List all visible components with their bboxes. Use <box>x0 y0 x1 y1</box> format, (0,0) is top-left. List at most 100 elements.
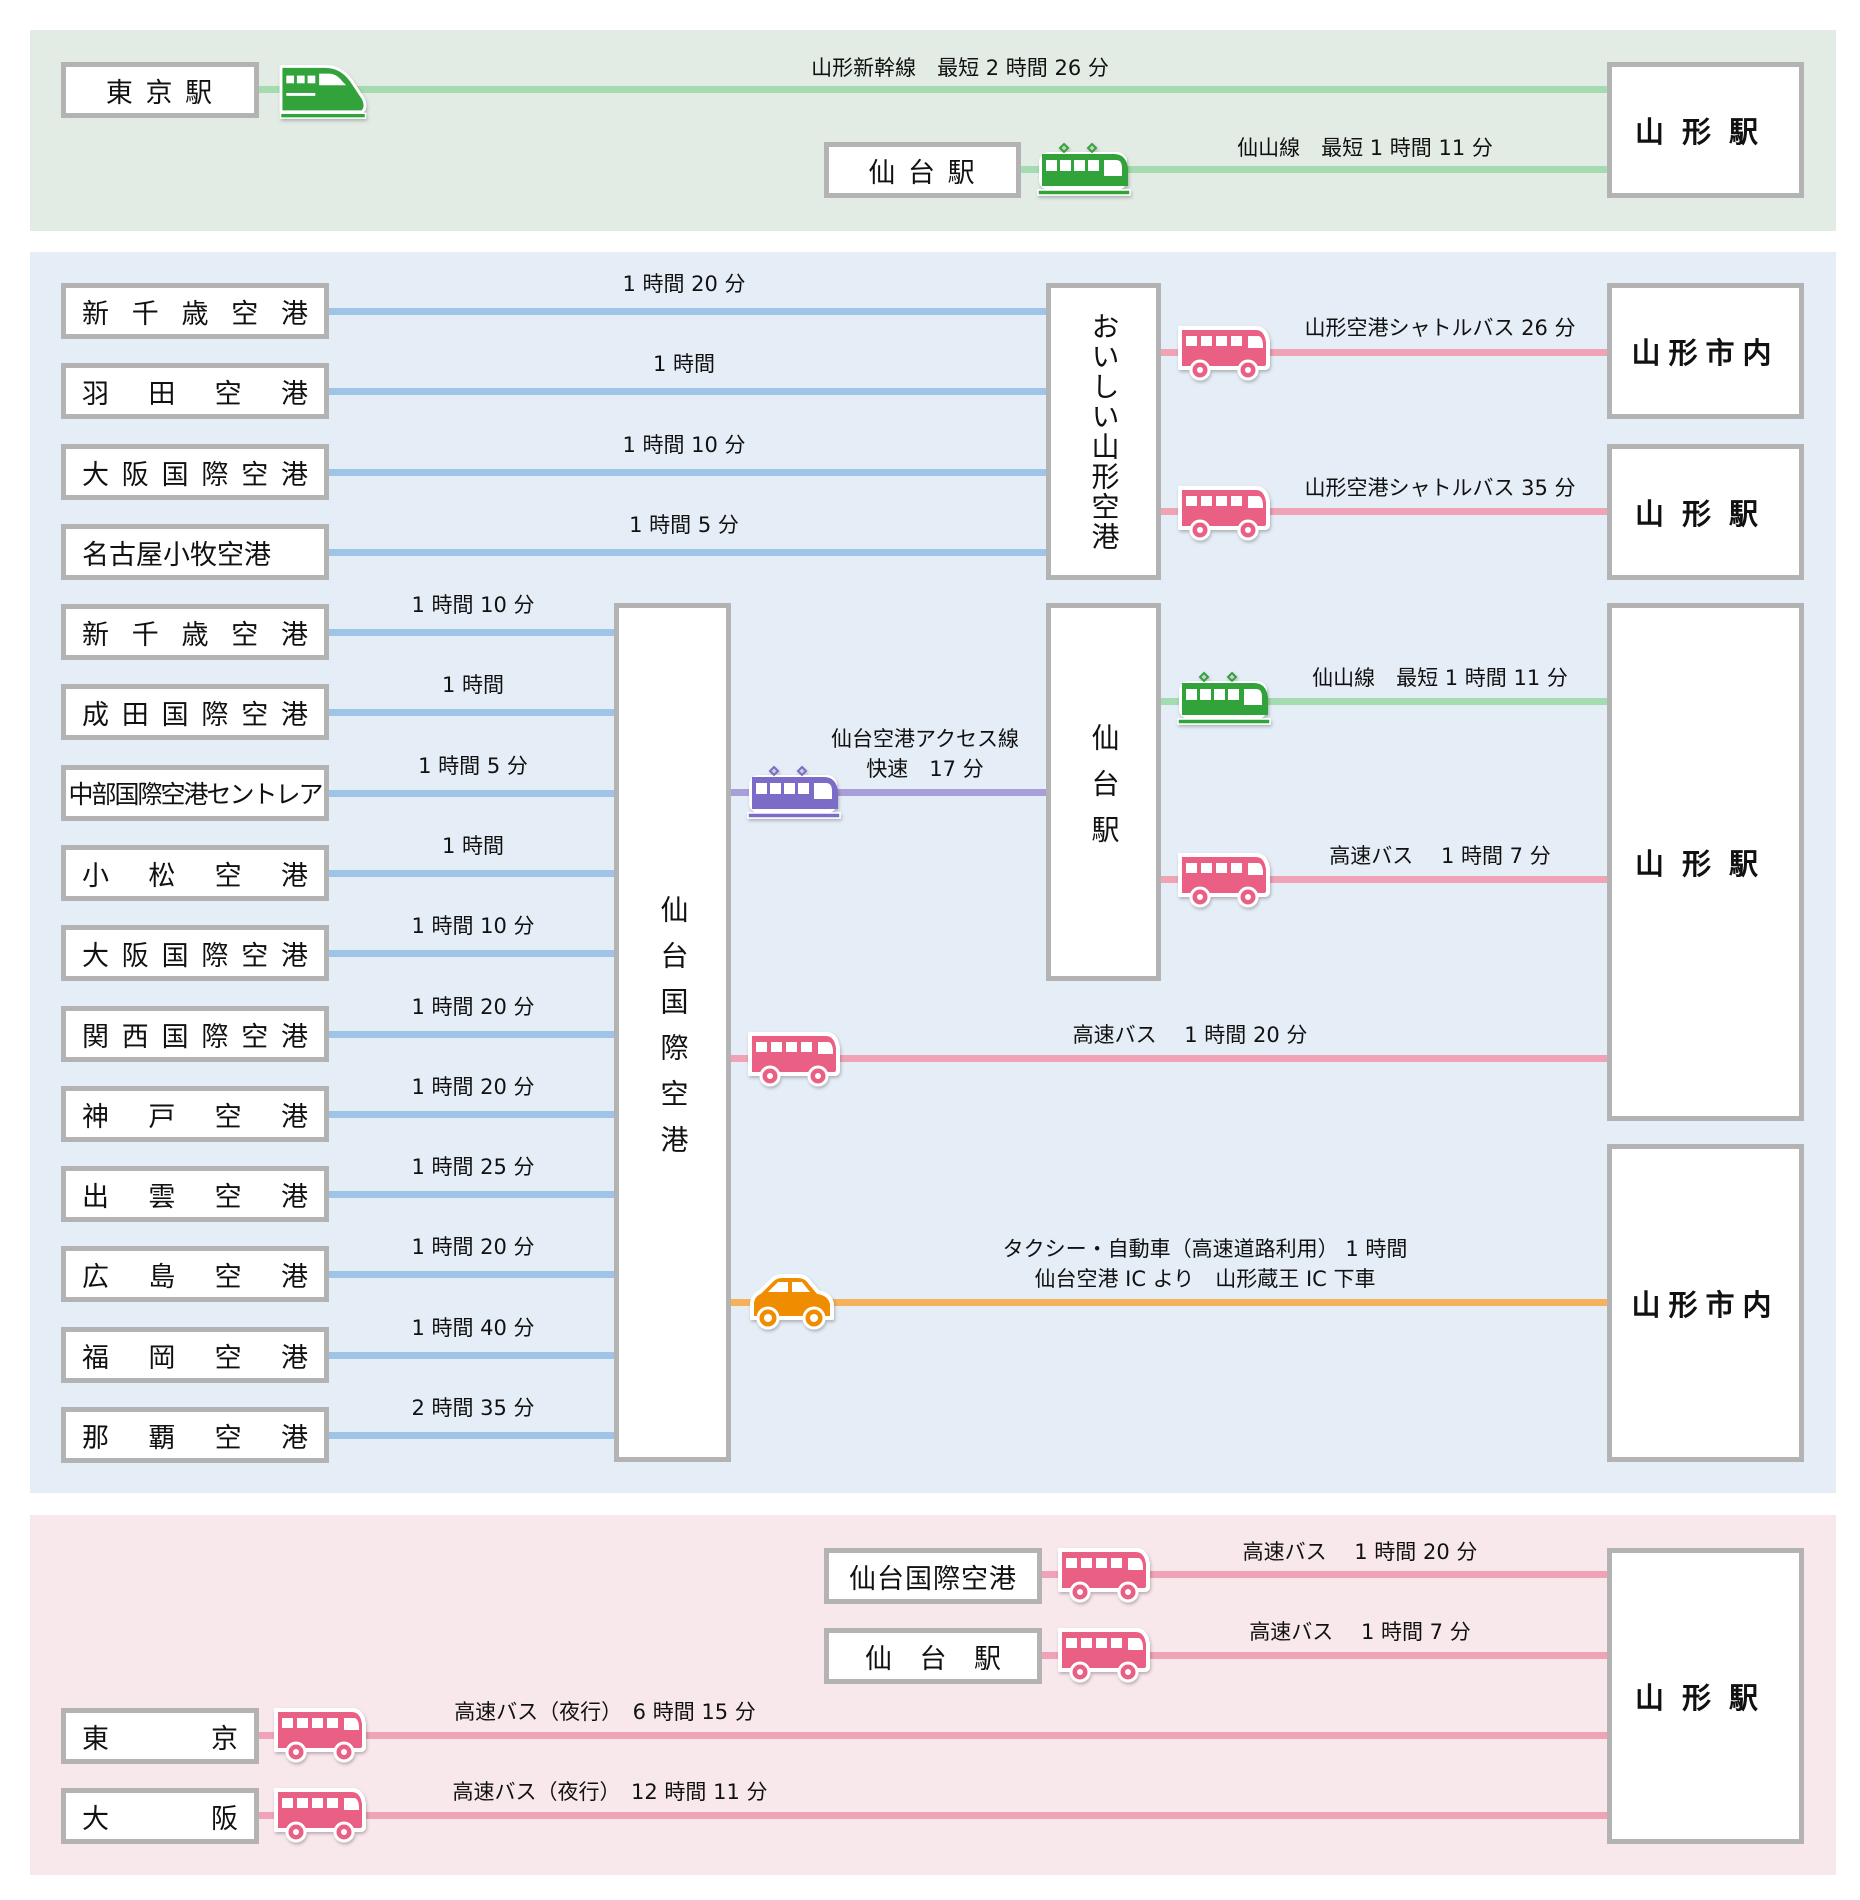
sendai-origin-airport[interactable]: 広島空港 <box>61 1246 329 1302</box>
sendai-origin-airport[interactable]: 出雲空港 <box>61 1166 329 1222</box>
sendai-flight-time: 1 時間 <box>441 673 505 697</box>
yamagata-flight-line <box>329 308 1046 315</box>
airport-name: 那覇空港 <box>82 1422 308 1454</box>
station-name: 仙台駅 <box>1087 723 1121 861</box>
yamagata-origin-airport[interactable]: 新千歳空港 <box>61 283 329 339</box>
yamagata-flight-time: 1 時間 20 分 <box>622 272 746 296</box>
destination-yamagata-city-2[interactable]: 山形市内 <box>1607 1144 1804 1462</box>
origin-label: 仙台駅 <box>865 1643 1001 1675</box>
origin-label: 東京 <box>82 1723 238 1755</box>
yamagata-origin-airport[interactable]: 大阪国際空港 <box>61 444 329 500</box>
bus-line-sendai-station <box>1161 876 1607 883</box>
sendai-flight-time: 1 時間 20 分 <box>411 1235 535 1259</box>
origin-sendai-station-bus[interactable]: 仙台駅 <box>824 1628 1042 1684</box>
sendai-airport-box[interactable]: 仙台国際空港 <box>614 603 731 1462</box>
destination-label: 山形駅 <box>1634 847 1777 881</box>
bus-route-label: 高速バス 1 時間 20 分 <box>1242 1540 1478 1564</box>
yamagata-flight-line <box>329 549 1046 556</box>
shuttle-line-station <box>1161 508 1607 515</box>
airport-name: 小松空港 <box>82 860 308 892</box>
sendai-flight-line <box>329 1111 614 1118</box>
bus-icon <box>1176 322 1272 384</box>
sendai-flight-line <box>329 790 614 797</box>
airport-name: 羽田空港 <box>82 378 308 410</box>
airport-name: 大阪国際空港 <box>82 459 308 491</box>
bus-icon <box>272 1784 368 1846</box>
bus-route-label: 高速バス 1 時間 7 分 <box>1249 1620 1471 1644</box>
sendai-flight-time: 2 時間 35 分 <box>411 1396 535 1420</box>
yamagata-origin-airport[interactable]: 羽田空港 <box>61 363 329 419</box>
origin-label: 仙 台 駅 <box>868 157 977 189</box>
sendai-station-box[interactable]: 仙台駅 <box>1046 603 1161 981</box>
origin-label: 東 京 駅 <box>105 77 215 109</box>
destination-yamagata-city-1[interactable]: 山形市内 <box>1607 283 1804 419</box>
access-line-label: 仙台空港アクセス線 快速 17 分 <box>800 724 1050 784</box>
bus-route-label: 高速バス（夜行） 12 時間 11 分 <box>452 1780 768 1804</box>
sendai-flight-line <box>329 950 614 957</box>
sendai-flight-time: 1 時間 20 分 <box>411 1075 535 1099</box>
car-route-label: タクシー・自動車（高速道路利用） 1 時間 仙台空港 IC より 山形蔵王 IC… <box>930 1234 1480 1294</box>
origin-osaka[interactable]: 大阪 <box>61 1788 259 1844</box>
car-route-line <box>731 1299 1607 1306</box>
yamagata-shinkansen-line <box>259 86 1607 93</box>
origin-label: 大阪 <box>82 1803 238 1835</box>
destination-label: 山形市内 <box>1631 336 1780 370</box>
senzan-line-2 <box>1161 698 1607 705</box>
senzan-label-2: 仙山線 最短 1 時間 11 分 <box>1312 666 1568 690</box>
bus-line-sendai-airport-direct <box>1042 1571 1607 1578</box>
origin-label: 仙台国際空港 <box>849 1563 1017 1595</box>
airport-access-line <box>731 789 1046 796</box>
sendai-flight-time: 1 時間 10 分 <box>411 593 535 617</box>
shuttle-label-station: 山形空港シャトルバス 35 分 <box>1304 476 1576 500</box>
airport-name: 大阪国際空港 <box>82 940 308 972</box>
airport-name: 関西国際空港 <box>82 1021 308 1053</box>
yamagata-origin-airport[interactable]: 名古屋小牧空港 <box>61 524 329 580</box>
bus-icon <box>1056 1544 1152 1606</box>
origin-sendai-airport[interactable]: 仙台国際空港 <box>824 1548 1042 1604</box>
sendai-origin-airport[interactable]: 関西国際空港 <box>61 1006 329 1062</box>
airport-name: 新千歳空港 <box>82 619 308 651</box>
sendai-flight-time: 1 時間 25 分 <box>411 1155 535 1179</box>
sendai-flight-line <box>329 1031 614 1038</box>
sendai-flight-line <box>329 629 614 636</box>
sendai-origin-airport[interactable]: 小松空港 <box>61 845 329 901</box>
yamagata-flight-time: 1 時間 <box>652 352 716 376</box>
sendai-origin-airport[interactable]: 成田国際空港 <box>61 684 329 740</box>
origin-sendai-station[interactable]: 仙 台 駅 <box>824 142 1021 198</box>
sendai-origin-airport[interactable]: 福岡空港 <box>61 1327 329 1383</box>
sendai-origin-airport[interactable]: 新千歳空港 <box>61 604 329 660</box>
bus-line-tokyo <box>259 1732 1607 1739</box>
bus-line-sendai-station-direct <box>1042 1652 1607 1659</box>
destination-label: 山形駅 <box>1634 497 1777 531</box>
airport-name: 中部国際空港セントレア <box>68 780 324 809</box>
sendai-origin-airport[interactable]: 中部国際空港セントレア <box>61 765 329 821</box>
origin-tokyo-station[interactable]: 東 京 駅 <box>61 62 259 118</box>
sendai-flight-line <box>329 709 614 716</box>
destination-yamagata-station-3[interactable]: 山形駅 <box>1607 1548 1804 1844</box>
bus-line-osaka <box>259 1812 1607 1819</box>
access-line-time: 快速 17 分 <box>866 757 984 781</box>
bus-icon <box>272 1704 368 1766</box>
yamagata-flight-time: 1 時間 10 分 <box>622 433 746 457</box>
oishii-yamagata-airport-box[interactable]: おいしい山形空港 <box>1046 283 1161 580</box>
shinkansen-icon <box>278 64 368 120</box>
airport-name: 広島空港 <box>82 1261 308 1293</box>
sendai-origin-airport[interactable]: 大阪国際空港 <box>61 925 329 981</box>
sendai-origin-airport[interactable]: 那覇空港 <box>61 1407 329 1463</box>
destination-yamagata-station-2[interactable]: 山形駅 <box>1607 603 1804 1121</box>
sendai-flight-line <box>329 1271 614 1278</box>
local-train-icon <box>1176 669 1272 727</box>
airport-name: おいしい山形空港 <box>1087 311 1121 552</box>
sendai-flight-line <box>329 1352 614 1359</box>
bus-icon <box>1056 1624 1152 1686</box>
bus-icon <box>746 1028 842 1090</box>
bus-label-sendai-airport: 高速バス 1 時間 20 分 <box>1072 1023 1308 1047</box>
destination-yamagata-station[interactable]: 山形駅 <box>1607 62 1804 198</box>
origin-tokyo[interactable]: 東京 <box>61 1708 259 1764</box>
airport-name: 福岡空港 <box>82 1342 308 1374</box>
car-route-mode: タクシー・自動車（高速道路利用） 1 時間 <box>1002 1237 1408 1261</box>
destination-yamagata-station-1[interactable]: 山形駅 <box>1607 444 1804 580</box>
sendai-flight-time: 1 時間 20 分 <box>411 995 535 1019</box>
sendai-origin-airport[interactable]: 神戸空港 <box>61 1086 329 1142</box>
shuttle-label-city: 山形空港シャトルバス 26 分 <box>1304 316 1576 340</box>
